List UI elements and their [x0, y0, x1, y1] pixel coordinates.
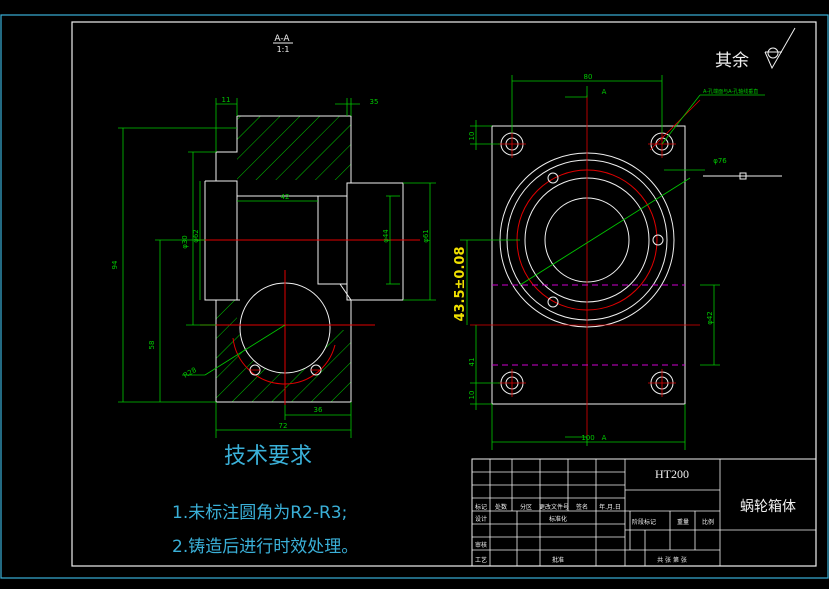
- dim-phi62: φ62: [192, 229, 200, 243]
- tb-fenqu: 分区: [520, 503, 532, 511]
- dim-94: 94: [111, 260, 119, 269]
- roughness-icon: [764, 27, 796, 70]
- outer-border: [0, 14, 829, 579]
- tb-jieduan: 阶段标记: [632, 518, 656, 526]
- dim-80: 80: [584, 73, 593, 81]
- dim-41: 41: [468, 358, 476, 367]
- roughness-label: 其余: [715, 51, 749, 71]
- dim-10-bottom: 10: [468, 391, 476, 400]
- view-label-a-bottom: A: [602, 434, 607, 442]
- tech-req-1: 1.未标注圆角为R2-R3;: [172, 503, 347, 523]
- view-label-a-top: A: [602, 88, 607, 96]
- dim-phi44: φ44: [382, 229, 390, 243]
- tb-qianming: 签名: [576, 503, 588, 511]
- tb-sheji: 设计: [475, 515, 487, 523]
- dim-r28: R28: [182, 366, 198, 380]
- dim-72: 72: [279, 422, 288, 430]
- inner-border: [71, 21, 817, 567]
- tb-shenhe: 审核: [475, 541, 487, 549]
- tech-req-title: 技术要求: [224, 444, 312, 469]
- title-block: 标记 处数 分区 更改文件号 签名 年.月.日 设计 标准化 阶段标记 重量 比…: [471, 458, 817, 567]
- dim-phi76: φ76: [713, 157, 727, 165]
- tb-biaoji: 标记: [475, 503, 487, 511]
- section-view: A-A 1:1: [111, 34, 436, 557]
- dim-100: 100: [581, 434, 594, 442]
- dim-35: 35: [370, 98, 379, 106]
- dim-58: 58: [148, 341, 156, 350]
- leader-note: A-孔端面与A-孔轴线垂直: [703, 88, 758, 95]
- dim-phi42: φ42: [706, 311, 714, 325]
- tb-gongyi: 工艺: [475, 556, 487, 564]
- dim-36: 36: [314, 406, 323, 414]
- dim-11: 11: [222, 96, 231, 104]
- dim-phi61: φ61: [422, 229, 430, 243]
- tb-biaozhunhua: 标准化: [549, 515, 567, 523]
- tb-chushu: 处数: [495, 503, 507, 511]
- tb-bili: 比例: [702, 518, 714, 526]
- dim-10-top: 10: [468, 132, 476, 141]
- tb-part-name: 蜗轮箱体: [740, 499, 796, 515]
- top-view: 80 10 φ76 φ42 41 10 100 A A A-孔端面与A-孔轴线垂…: [453, 73, 782, 450]
- tb-zhongliang: 重量: [677, 518, 689, 526]
- section-label: A-A: [274, 34, 290, 44]
- section-scale: 1:1: [277, 45, 290, 54]
- dim-phi30: φ30: [181, 235, 189, 249]
- tb-gongzhang: 共 张 第 张: [657, 556, 687, 564]
- tb-pizhun: 批准: [552, 556, 564, 564]
- tech-req-2: 2.铸造后进行时效处理。: [172, 537, 358, 557]
- dim-43-5: 43.5±0.08: [453, 246, 468, 321]
- tb-nianyueri: 年.月.日: [599, 503, 621, 511]
- tb-material: HT200: [655, 467, 689, 481]
- dim-42: 42: [281, 193, 290, 201]
- tb-genggai: 更改文件号: [539, 503, 569, 511]
